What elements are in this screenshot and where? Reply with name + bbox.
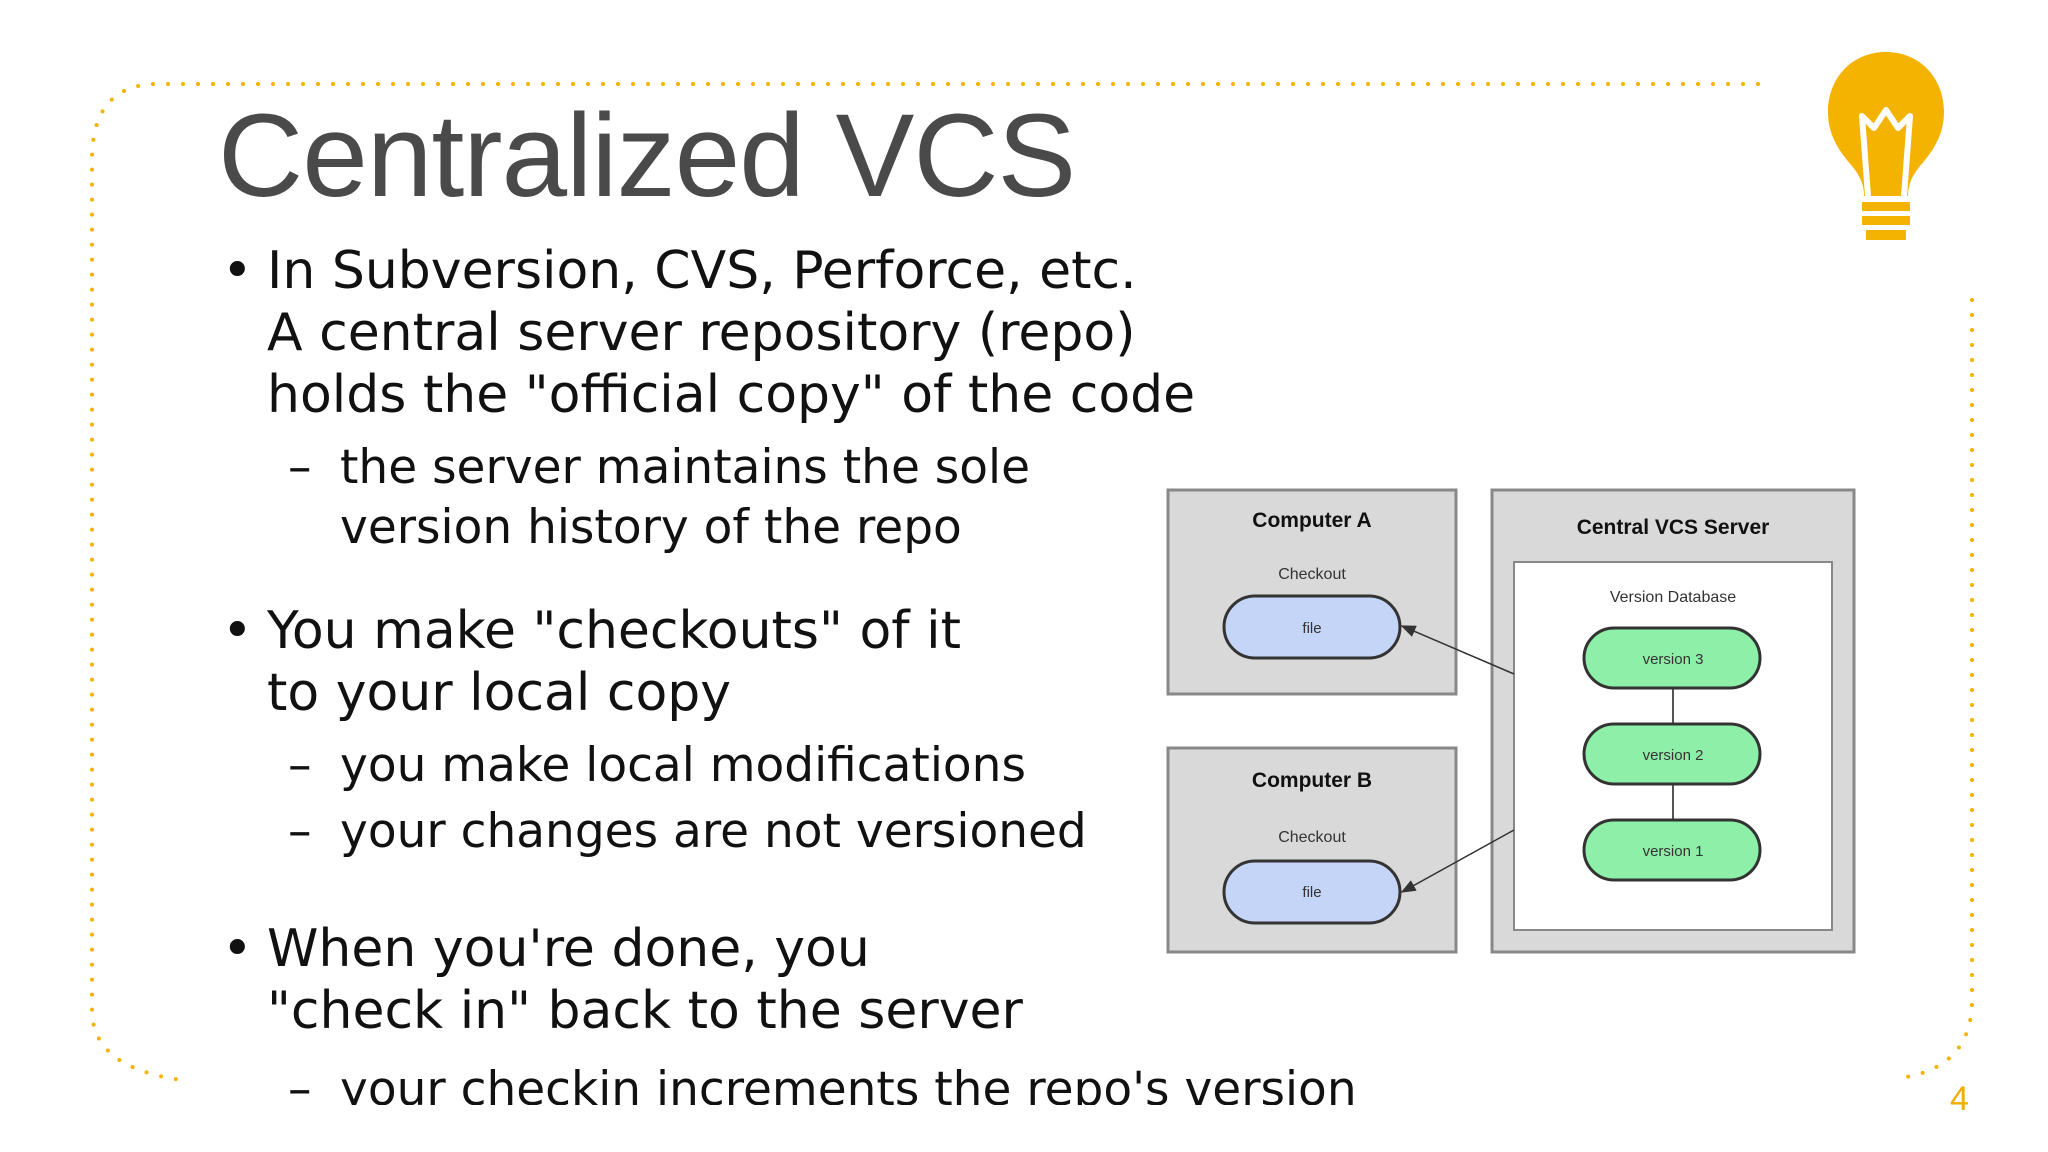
sub-bullet-marker: – [288, 738, 312, 793]
computer-a-file [1222, 594, 1402, 660]
bullet-marker: • [222, 241, 253, 301]
bullet-marker: • [222, 601, 253, 661]
bullet-3-line-2: "check in" back to the server [267, 981, 1023, 1041]
server-title: Central VCS Server [1577, 516, 1770, 539]
version-3-node [1582, 626, 1762, 690]
version-2-node [1582, 722, 1762, 786]
computer-b-checkout-label: Checkout [1278, 829, 1346, 846]
vcs-diagram: Computer A Checkout file Computer B Chec… [1166, 488, 1856, 954]
sub-bullet-2-2: – your changes are not versioned [200, 802, 1087, 862]
computer-b-title: Computer B [1252, 769, 1372, 792]
version-1-node [1582, 818, 1762, 882]
sub-bullet-1-1-line-1: the server maintains the sole [340, 440, 1031, 495]
version-3-label: version 3 [1643, 651, 1704, 668]
bullet-2-line-2: to your local copy [267, 663, 732, 723]
sub-bullet-2-2-line-1: your changes are not versioned [340, 804, 1087, 859]
computer-a-checkout-label: Checkout [1278, 566, 1346, 583]
bullet-1-line-2: A central server repository (repo) [267, 303, 1136, 363]
bullet-3-line-1: When you're done, you [267, 919, 870, 979]
sub-bullet-2-1: – you make local modifications [200, 736, 1026, 796]
bullet-1-line-1: In Subversion, CVS, Perforce, etc. [267, 241, 1137, 301]
bullet-2: • You make "checkouts" of it to your loc… [200, 600, 961, 724]
sub-bullet-1-1: – the server maintains the sole version … [200, 438, 1030, 558]
version-1-label: version 1 [1643, 843, 1704, 860]
computer-b-file [1222, 859, 1402, 925]
sub-bullet-3-1-line-1: your checkin increments the repo's versi… [340, 1062, 1357, 1105]
checkout-arrow-b [1400, 829, 1515, 893]
lightbulb-icon [1828, 52, 1944, 240]
computer-a-file-label: file [1302, 620, 1321, 637]
version-2-label: version 2 [1643, 747, 1704, 764]
sub-bullet-3-1: – your checkin increments the repo's ver… [200, 1060, 1357, 1105]
sub-bullet-1-1-line-2: version history of the repo [340, 500, 962, 555]
version-database-label: Version Database [1610, 589, 1736, 606]
sub-bullet-marker: – [288, 440, 312, 495]
bullet-3: • When you're done, you "check in" back … [200, 918, 1023, 1042]
bullet-marker: • [222, 919, 253, 979]
computer-a-box [1166, 488, 1458, 696]
checkout-arrow-a [1400, 625, 1515, 675]
slide-title: Centralized VCS [218, 90, 1076, 222]
slide-body: • In Subversion, CVS, Perforce, etc. A c… [200, 240, 1380, 1105]
computer-b-file-label: file [1302, 884, 1321, 901]
sub-bullet-marker: – [288, 804, 312, 859]
computer-a-title: Computer A [1252, 509, 1371, 532]
page-number: 4 [1950, 1080, 1969, 1118]
bullet-1-line-3: holds the "official copy" of the code [267, 365, 1196, 425]
sub-bullet-marker: – [288, 1062, 312, 1105]
bullet-1: • In Subversion, CVS, Perforce, etc. A c… [200, 240, 1195, 426]
bullet-2-line-1: You make "checkouts" of it [267, 601, 961, 661]
sub-bullet-2-1-line-1: you make local modifications [340, 738, 1026, 793]
